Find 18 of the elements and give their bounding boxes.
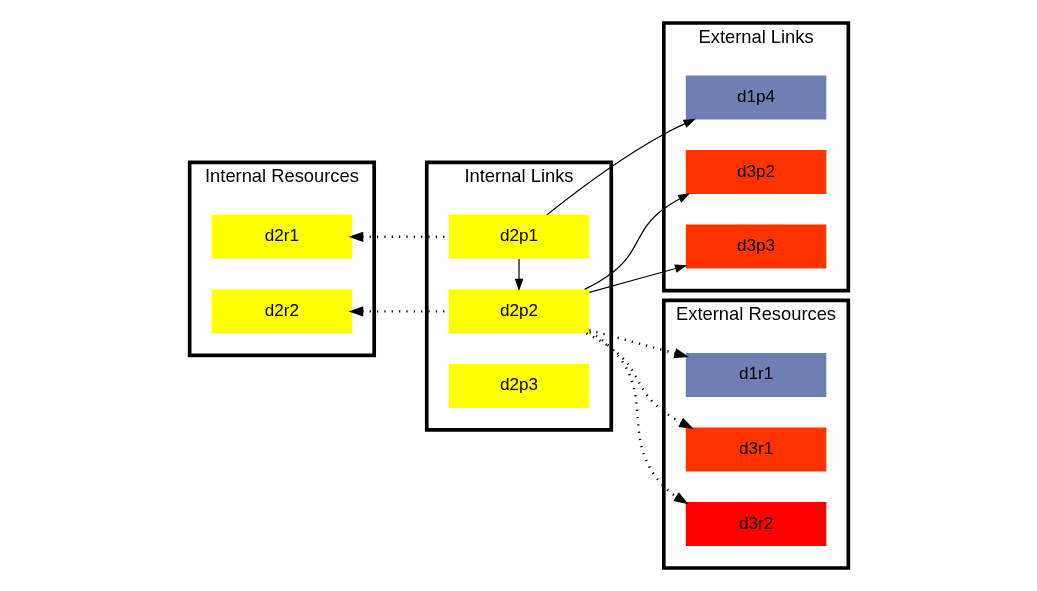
node-box: d3p2 — [685, 150, 826, 195]
arrow — [588, 264, 687, 293]
node-box: d1r1 — [685, 352, 826, 397]
arrow — [583, 193, 690, 290]
arrow — [585, 332, 694, 430]
arrow — [588, 328, 689, 359]
node-box: d3p3 — [685, 224, 826, 269]
node-box: d2r1 — [211, 214, 352, 259]
arrow — [514, 258, 523, 292]
node-box: d2p1 — [448, 214, 589, 259]
node-box: d3r1 — [685, 427, 826, 472]
arrow — [588, 331, 688, 505]
node-box: d1p4 — [685, 75, 826, 120]
arrow — [545, 118, 696, 216]
node-box: d3r2 — [685, 502, 826, 546]
node-box: d2r2 — [211, 289, 352, 334]
node-box: d2p2 — [448, 289, 589, 334]
node-box: d2p3 — [448, 363, 589, 408]
